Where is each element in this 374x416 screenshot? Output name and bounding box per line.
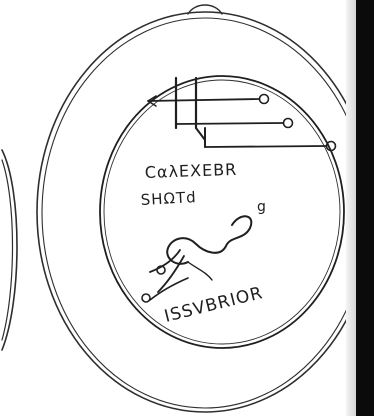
left-partial-circle-inner <box>2 160 13 340</box>
serpent-head-line <box>188 262 212 280</box>
serpent-strands <box>150 250 184 292</box>
glyph-stem-foot <box>196 128 205 140</box>
seal-text-line-1: CαλEXEBR <box>144 160 237 182</box>
serpent-body <box>167 216 251 264</box>
glyph-terminal-middle <box>284 119 293 128</box>
seal-text-line-2: SHΩTd <box>140 188 197 209</box>
seal-curved-word: ISSVBRIOR <box>162 283 265 327</box>
serpent-tail <box>150 278 188 300</box>
serpent-loop-lower <box>142 294 150 302</box>
glyph-bar-middle <box>176 123 283 124</box>
left-partial-circle <box>2 150 17 350</box>
scan-edge <box>356 0 374 416</box>
seal-text-line-2-tail: g <box>257 199 267 215</box>
glyph-terminal-top <box>260 95 269 104</box>
glyph-bar-bottom <box>205 146 326 147</box>
glyph-bar-top <box>148 99 259 101</box>
outer-circle <box>37 12 373 412</box>
scan-edge-shadow <box>346 0 356 416</box>
